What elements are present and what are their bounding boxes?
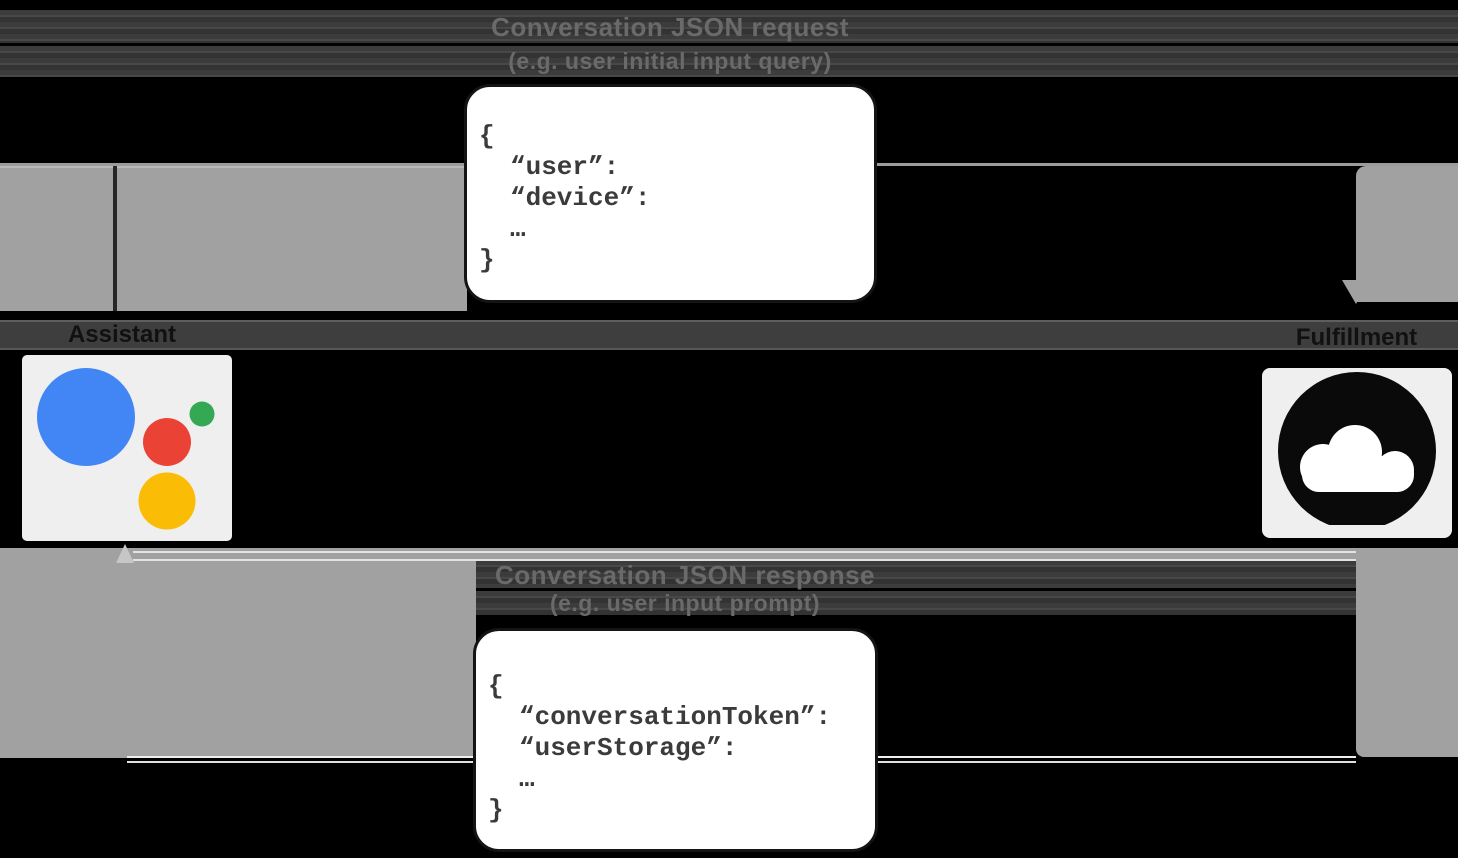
assistant-label: Assistant bbox=[67, 321, 177, 348]
response-arrow-upper-line1 bbox=[133, 551, 1356, 553]
code-ellipsis: … bbox=[510, 214, 526, 244]
google-assistant-icon bbox=[37, 368, 215, 530]
cloud-icon bbox=[1278, 372, 1436, 525]
response-arrowhead-icon bbox=[116, 544, 134, 563]
actor-label-bar bbox=[0, 320, 1458, 350]
request-arrow-stem bbox=[113, 166, 117, 311]
request-arrow-left-band bbox=[0, 166, 467, 311]
code-ellipsis: … bbox=[519, 764, 535, 794]
response-arrow-left-band bbox=[0, 548, 476, 758]
response-arrow-right-band bbox=[1356, 548, 1458, 757]
request-title-band-1 bbox=[0, 10, 1458, 43]
code-field-userstorage: “userStorage”: bbox=[519, 733, 738, 763]
response-title-band-2 bbox=[437, 591, 1356, 615]
request-title-band-2 bbox=[0, 46, 1458, 77]
code-field-device: “device”: bbox=[510, 183, 651, 213]
response-title-band-1 bbox=[437, 560, 1356, 588]
fulfillment-label: Fulfillment bbox=[1295, 324, 1418, 351]
response-arrow-upper-line2 bbox=[133, 559, 1356, 561]
code-open-brace: { bbox=[488, 671, 504, 701]
request-arrow-right-band bbox=[1356, 166, 1458, 302]
response-json-box: { “conversationToken”: “userStorage”: … … bbox=[473, 628, 878, 852]
code-close-brace: } bbox=[479, 245, 495, 275]
request-title-line2: (e.g. user initial input query) bbox=[508, 48, 832, 74]
assistant-card bbox=[22, 355, 232, 541]
fulfillment-card bbox=[1262, 368, 1452, 538]
request-json-box: { “user”: “device”: … } bbox=[464, 84, 877, 303]
request-title-line1: Conversation JSON request bbox=[491, 12, 849, 42]
response-title-line2: (e.g. user input prompt) bbox=[549, 590, 821, 616]
response-title-line1: Conversation JSON response bbox=[495, 560, 875, 590]
code-field-conversationtoken: “conversationToken”: bbox=[519, 702, 832, 732]
request-arrowhead-icon bbox=[1342, 280, 1370, 304]
code-open-brace: { bbox=[479, 121, 495, 151]
code-close-brace: } bbox=[488, 795, 504, 825]
code-field-user: “user”: bbox=[510, 152, 620, 182]
